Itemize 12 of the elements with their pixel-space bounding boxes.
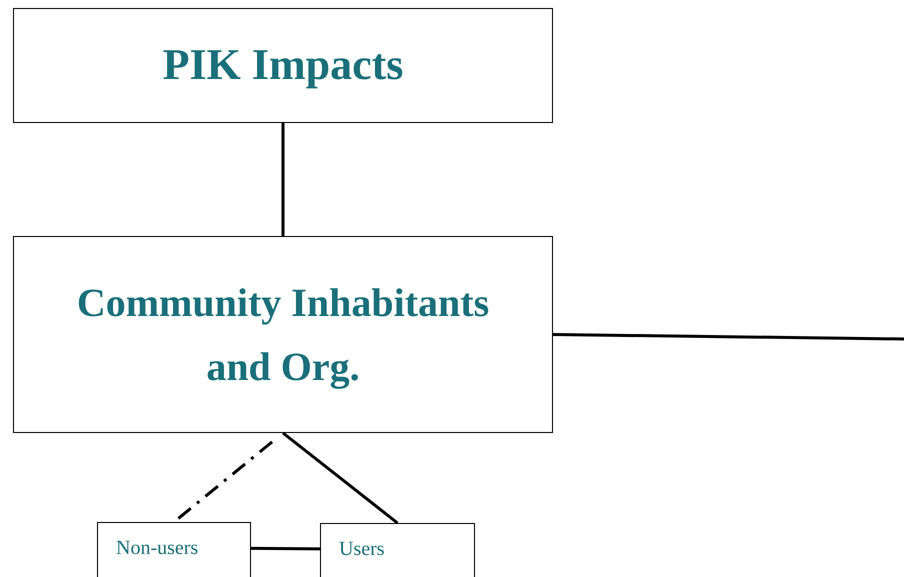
- node-label: PIK Impacts: [162, 39, 404, 92]
- process-box: [13, 236, 553, 433]
- connector-line: [282, 432, 398, 524]
- connector-line: [552, 333, 904, 340]
- node-label: Non-users: [116, 537, 198, 560]
- connector-line: [250, 546, 320, 550]
- node-label: Community Inhabitants and Org.: [76, 278, 490, 391]
- process-box: [97, 522, 251, 577]
- process-box: [320, 523, 475, 577]
- process-box: [13, 8, 553, 123]
- connector-line: [282, 123, 284, 236]
- node-label: Users: [339, 538, 385, 561]
